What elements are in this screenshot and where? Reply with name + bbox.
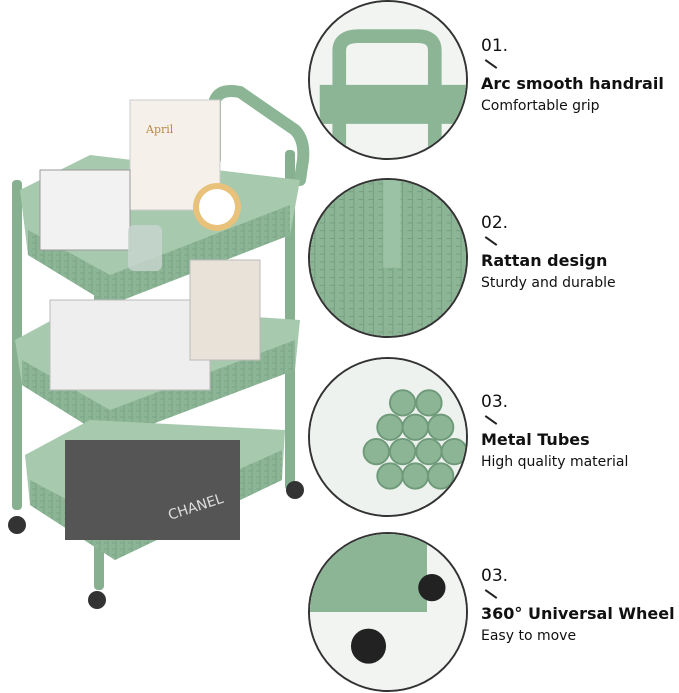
wheel: [286, 481, 304, 499]
feature-number: 03.: [481, 392, 509, 412]
feature-tubes: 03. Metal Tubes High quality material: [481, 392, 679, 472]
feature-number: 02.: [481, 213, 509, 233]
feature-number: 01.: [481, 36, 509, 56]
magazines: CHANEL: [65, 440, 240, 540]
slash-divider: [484, 236, 498, 246]
feature-number: 03.: [481, 566, 509, 586]
slash-divider: [484, 589, 498, 599]
slash-divider: [484, 59, 498, 69]
tubes-closeup-image: [308, 357, 468, 517]
handrail-closeup-image: [308, 0, 468, 160]
diffuser: [128, 225, 162, 271]
feature-subtitle: Sturdy and durable: [481, 275, 616, 291]
feature-wheel: 03. 360° Universal Wheel Easy to move: [481, 566, 679, 646]
rattan-closeup-image: [308, 178, 468, 338]
feature-title: 360° Universal Wheel: [481, 604, 675, 623]
feature-subtitle: Comfortable grip: [481, 98, 600, 114]
feature-handrail: 01. Arc smooth handrail Comfortable grip: [481, 36, 679, 116]
rolling-cart-image: April CHANEL: [8, 85, 310, 609]
wheel: [88, 591, 106, 609]
newspapers: [49, 299, 211, 391]
feature-title: Arc smooth handrail: [481, 74, 664, 93]
feature-title: Metal Tubes: [481, 430, 590, 449]
radio: [39, 169, 131, 251]
feature-subtitle: Easy to move: [481, 628, 577, 644]
feature-title: Rattan design: [481, 251, 608, 270]
feature-subtitle: High quality material: [481, 454, 629, 470]
books: [189, 259, 261, 361]
slash-divider: [484, 415, 498, 425]
feature-rattan: 02. Rattan design Sturdy and durable: [481, 213, 679, 293]
wheel-closeup-image: [308, 532, 468, 692]
handrail: [209, 85, 310, 186]
wheel: [8, 516, 26, 534]
svg-text:April: April: [145, 123, 174, 136]
